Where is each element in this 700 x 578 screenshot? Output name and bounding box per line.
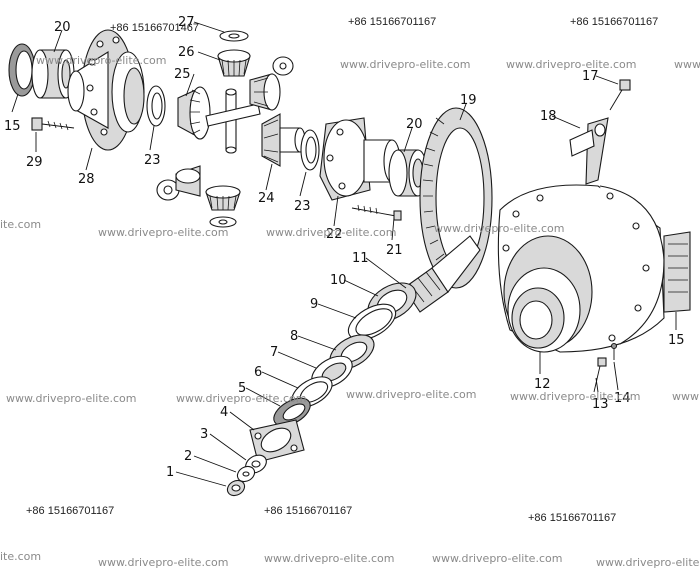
watermark: www.drivepro-elite.com xyxy=(266,226,396,239)
callout-10: 10 xyxy=(330,273,347,288)
part-17-bolt xyxy=(609,79,631,111)
callout-25: 25 xyxy=(174,67,191,82)
watermark: www.drivepro-elite.com xyxy=(98,556,228,569)
watermark: ite.com xyxy=(0,218,41,231)
callout-1: 1 xyxy=(166,465,174,480)
callout-29: 29 xyxy=(26,155,43,170)
part-11-pinion xyxy=(403,235,481,313)
callout-9: 9 xyxy=(310,297,318,312)
watermark: www.drivepro-elite.com xyxy=(6,392,136,405)
watermark: www.drivepro-elite.com xyxy=(340,58,470,71)
part-26-planet-gear-top xyxy=(217,49,294,77)
callout-13: 13 xyxy=(592,397,609,412)
callout-20-right: 20 xyxy=(406,117,423,132)
callout-14: 14 xyxy=(614,391,631,406)
watermark: www.drivepro-elite.com xyxy=(510,390,640,403)
watermark: www.drivepro-elite.com xyxy=(596,556,700,569)
callout-4: 4 xyxy=(220,405,228,420)
part-28-case-half xyxy=(67,29,145,151)
part-planet-gear-right xyxy=(249,73,281,111)
callout-12: 12 xyxy=(534,377,551,392)
part-planet-gear-bottom xyxy=(205,185,241,228)
part-14-pin xyxy=(610,342,618,360)
callout-7: 7 xyxy=(270,345,278,360)
callout-6: 6 xyxy=(254,365,262,380)
phone-bottom-left: +86 15166701167 xyxy=(26,505,114,517)
part-4-flange xyxy=(249,419,305,463)
part-18-bracket xyxy=(569,117,609,185)
part-27-thrust-washer xyxy=(219,30,249,42)
part-24-side-gear xyxy=(261,113,306,167)
phone-bottom-center: +86 15166701167 xyxy=(264,505,352,517)
part-planet-gear-lower xyxy=(175,165,201,197)
watermark: www.drivepro-elite.com xyxy=(346,388,476,401)
callout-numbers: 15 20 28 29 23 25 26 27 24 23 22 21 20 1… xyxy=(4,15,685,480)
callout-20-left: 20 xyxy=(54,20,71,35)
watermark: www xyxy=(674,58,700,71)
part-13-bolt xyxy=(593,357,607,393)
part-15-seal-left xyxy=(8,43,36,97)
watermark: www.drivepro-elite.com xyxy=(434,222,564,235)
callout-22: 22 xyxy=(326,227,343,242)
callout-11: 11 xyxy=(352,251,369,266)
part-5-seal xyxy=(273,397,311,427)
part-12-axle-housing xyxy=(497,184,665,353)
part-21-bolt xyxy=(351,204,402,221)
watermark: www.drivepro-elite.com xyxy=(176,392,306,405)
watermark: ite.com xyxy=(0,550,41,563)
callout-23-lower: 23 xyxy=(294,199,311,214)
callout-23-upper: 23 xyxy=(144,153,161,168)
watermark: www.drivepro-elite.com xyxy=(506,58,636,71)
watermark: www.drivepro-elite.com xyxy=(264,552,394,565)
watermark: www.drivepro-elite.com xyxy=(98,226,228,239)
callout-15-left: 15 xyxy=(4,119,21,134)
callout-26: 26 xyxy=(178,45,195,60)
callout-24: 24 xyxy=(258,191,275,206)
callout-3: 3 xyxy=(200,427,208,442)
part-23-washer-upper xyxy=(146,85,166,127)
watermark: www.drivepro-elite.com xyxy=(36,54,166,67)
watermark: www.drivepro-elite.com xyxy=(432,552,562,565)
part-22-case-half xyxy=(319,117,401,201)
part-29-bolt xyxy=(31,117,75,131)
phone-bottom-right: +86 15166701167 xyxy=(528,512,616,524)
callout-2: 2 xyxy=(184,449,192,464)
callout-18: 18 xyxy=(540,109,557,124)
contact-phone-labels: +86 15166701467 +86 15166701167 +86 1516… xyxy=(26,16,658,524)
watermarks: www.drivepro-elite.com www.drivepro-elit… xyxy=(0,54,700,569)
callout-27: 27 xyxy=(178,15,195,30)
part-23-washer-lower xyxy=(300,129,320,171)
phone-top-right: +86 15166701167 xyxy=(570,16,658,28)
callout-15-right: 15 xyxy=(668,333,685,348)
leader-lines xyxy=(11,21,677,487)
callout-28: 28 xyxy=(78,172,95,187)
callout-17: 17 xyxy=(582,69,599,84)
callout-19: 19 xyxy=(460,93,477,108)
part-15-seal-right xyxy=(663,231,691,313)
part-spider-cross xyxy=(205,88,261,154)
watermark: www xyxy=(672,390,699,403)
part-2-washer xyxy=(236,465,256,483)
phone-top-left: +86 15166701467 xyxy=(110,22,199,34)
callout-8: 8 xyxy=(290,329,298,344)
part-1-nut xyxy=(226,479,246,497)
phone-top-center: +86 15166701167 xyxy=(348,16,436,28)
part-9-spacer xyxy=(347,303,397,341)
part-25-side-gear xyxy=(177,86,211,140)
callout-21: 21 xyxy=(386,243,403,258)
callout-5: 5 xyxy=(238,381,246,396)
